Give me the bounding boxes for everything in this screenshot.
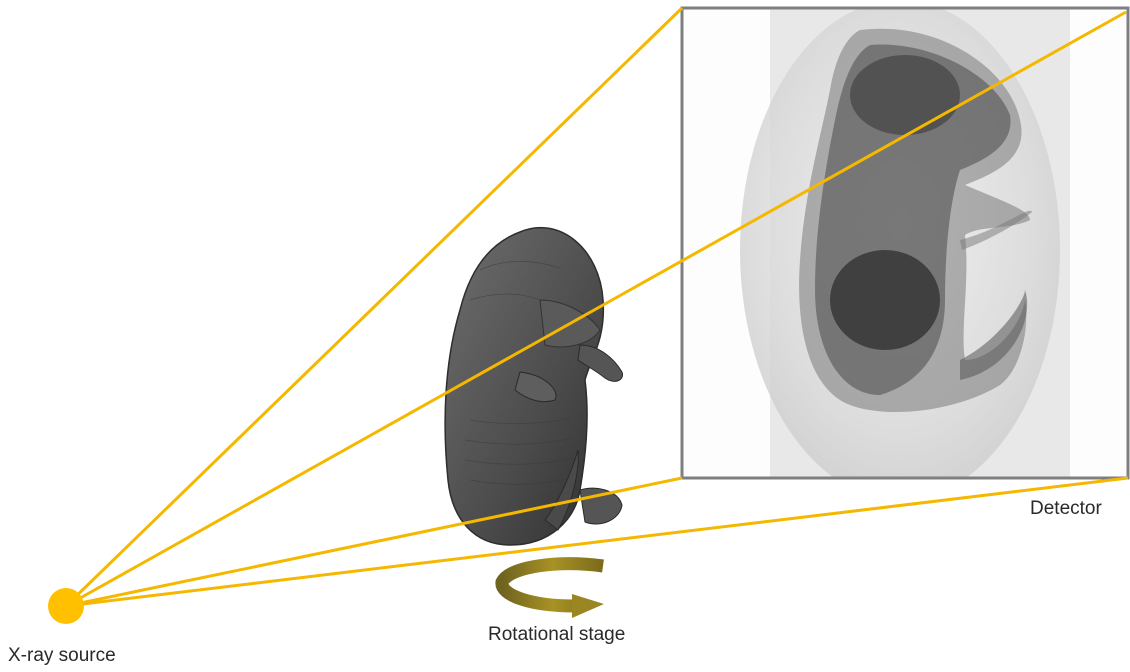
x-ray-source-dot-icon bbox=[48, 588, 84, 624]
x-ray-source-label: X-ray source bbox=[8, 645, 116, 667]
rotation-arrow-icon bbox=[502, 564, 604, 618]
rotational-stage-label: Rotational stage bbox=[488, 624, 625, 646]
radiograph-image bbox=[682, 0, 1128, 500]
detector-label: Detector bbox=[1030, 498, 1102, 520]
detector bbox=[682, 0, 1128, 500]
